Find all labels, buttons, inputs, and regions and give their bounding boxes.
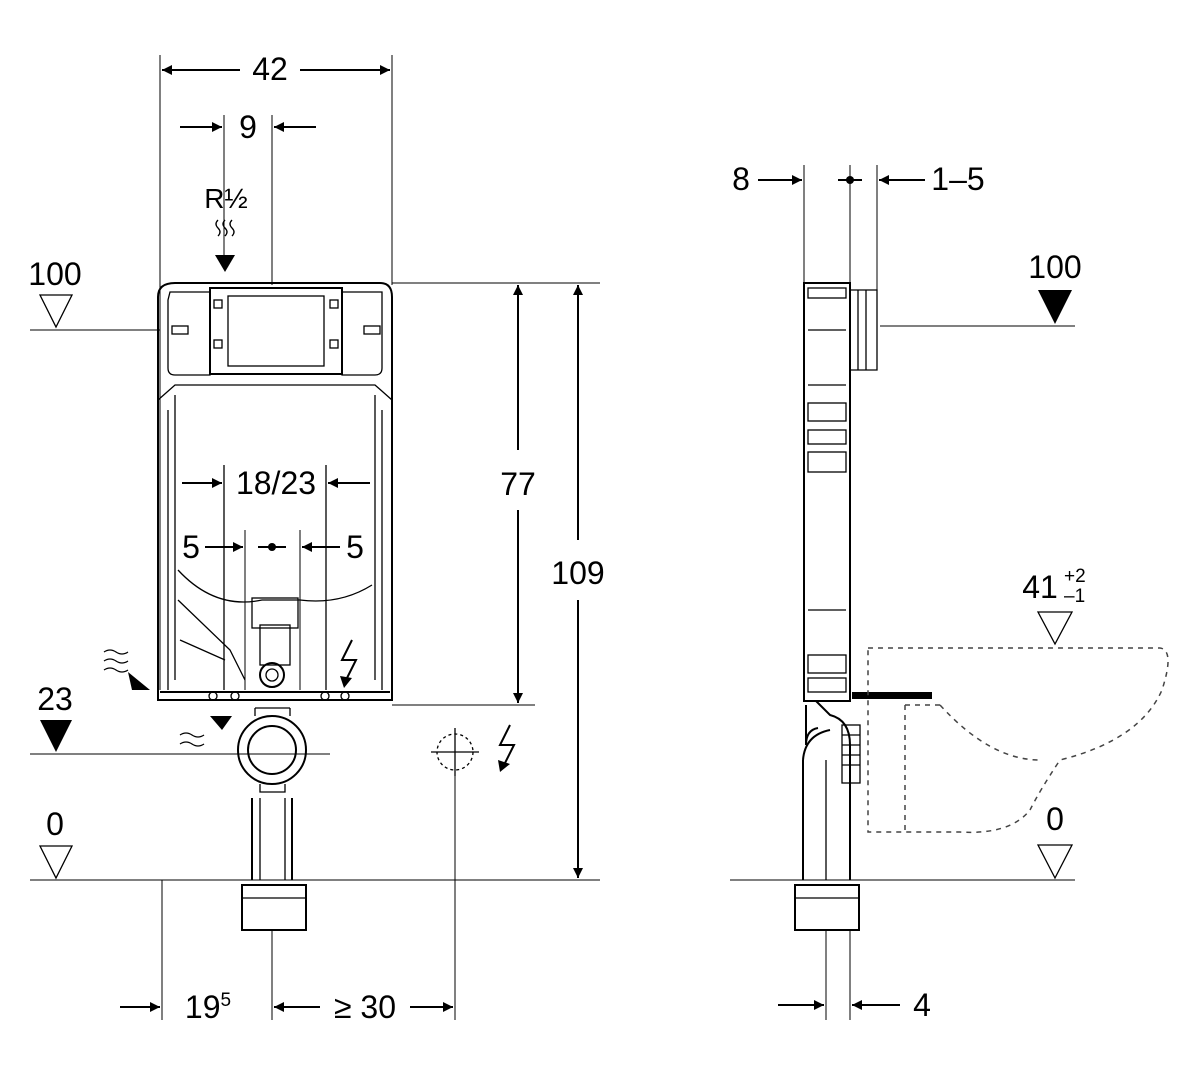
toilet-bowl-outline — [867, 647, 1169, 834]
dim-right-5-label: 5 — [346, 529, 364, 565]
level-marker-0-side: 0 — [730, 801, 1075, 881]
dim-9: 9 — [180, 109, 316, 145]
level-marker-100-front: 100 — [28, 256, 160, 331]
dim-4: 4 — [778, 987, 931, 1023]
dim-ge-30: ≥ 30 — [274, 989, 453, 1025]
dim-9-label: 9 — [239, 109, 257, 145]
water-supply-icon — [215, 219, 235, 272]
dim-18-23: 18/23 — [182, 465, 370, 501]
level-0-front-label: 0 — [46, 806, 64, 842]
dim-19-label: 195 — [185, 989, 231, 1025]
level-100-side-label: 100 — [1028, 249, 1081, 285]
dim-77: 77 — [500, 285, 536, 703]
water-supply-icon — [103, 649, 150, 690]
water-supply-icon — [179, 716, 232, 747]
dim-30-label: ≥ 30 — [334, 989, 396, 1025]
dim-109-label: 109 — [551, 555, 604, 591]
level-marker-41: 41 +2 –1 — [1022, 566, 1086, 646]
bowl-tol-minus: –1 — [1064, 586, 1085, 607]
level-100-front-label: 100 — [28, 256, 81, 292]
dim-4-label: 4 — [913, 987, 931, 1023]
level-23-label: 23 — [37, 681, 73, 717]
drain-icon — [237, 707, 307, 931]
dim-18-23-label: 18/23 — [236, 465, 316, 501]
electric-icon — [340, 639, 358, 688]
dim-8: 8 1–5 — [732, 161, 985, 197]
front-view: 42 9 R½ 100 — [28, 51, 604, 1025]
dim-109: 109 — [551, 285, 605, 878]
dim-1-5-label: 1–5 — [931, 161, 984, 197]
dim-42-label: 42 — [252, 51, 288, 87]
dim-19-5: 195 — [120, 989, 231, 1025]
bowl-tol-plus: +2 — [1064, 566, 1086, 587]
bowl-height-label: 41 — [1022, 569, 1058, 605]
dim-42: 42 — [162, 51, 390, 87]
level-marker-0-front: 0 — [30, 806, 600, 881]
dim-77-label: 77 — [500, 466, 536, 502]
dim-5-5: 5 5 — [182, 529, 364, 690]
thread-label: R½ — [204, 183, 248, 214]
side-view: 8 1–5 100 — [730, 161, 1169, 1023]
level-0-side-label: 0 — [1046, 801, 1064, 837]
dim-8-label: 8 — [732, 161, 750, 197]
dim-left-5-label: 5 — [182, 529, 200, 565]
level-marker-100-side: 100 — [880, 249, 1082, 327]
electric-icon — [498, 724, 516, 772]
socket-icon — [431, 728, 479, 1020]
level-marker-23: 23 — [30, 681, 330, 755]
